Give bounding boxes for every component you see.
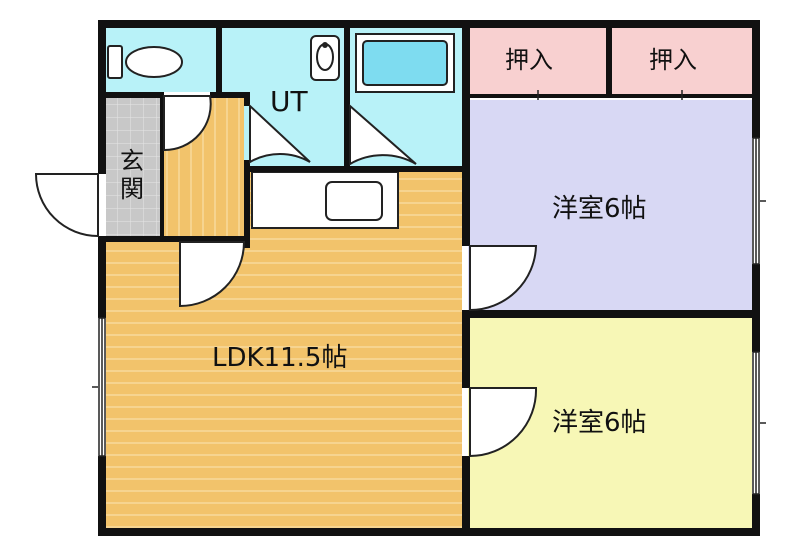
oshiire-2-floor <box>612 28 752 96</box>
room-label-ldk: LDK11.5帖 <box>212 343 348 373</box>
windows <box>92 137 766 495</box>
doors <box>34 95 538 458</box>
toilet-door <box>163 95 212 152</box>
western-2-door <box>469 387 538 458</box>
entrance-door <box>34 173 99 238</box>
walls <box>98 20 760 536</box>
washbasin-fixture <box>310 35 340 81</box>
room-label-oshiire-1: 押入 <box>505 46 553 74</box>
ldk-floor <box>106 240 462 528</box>
room-label-genkan: 玄関 <box>120 147 144 203</box>
room-label-western-1: 洋室6帖 <box>552 194 647 224</box>
kitchen-sink <box>325 181 383 221</box>
room-label-oshiire-2: 押入 <box>649 46 697 74</box>
closet-door-marks <box>537 90 683 100</box>
room-label-ut: UT <box>270 85 308 118</box>
western-1-door <box>469 245 538 312</box>
oshiire-1-floor <box>468 28 608 96</box>
bathtub-fixture <box>355 33 455 93</box>
ldk-door <box>179 241 246 308</box>
room-label-western-2: 洋室6帖 <box>552 408 647 438</box>
toilet-fixture <box>107 45 183 79</box>
bath-door <box>349 103 417 166</box>
genkan-floor <box>106 98 162 240</box>
ut-door <box>249 103 311 164</box>
